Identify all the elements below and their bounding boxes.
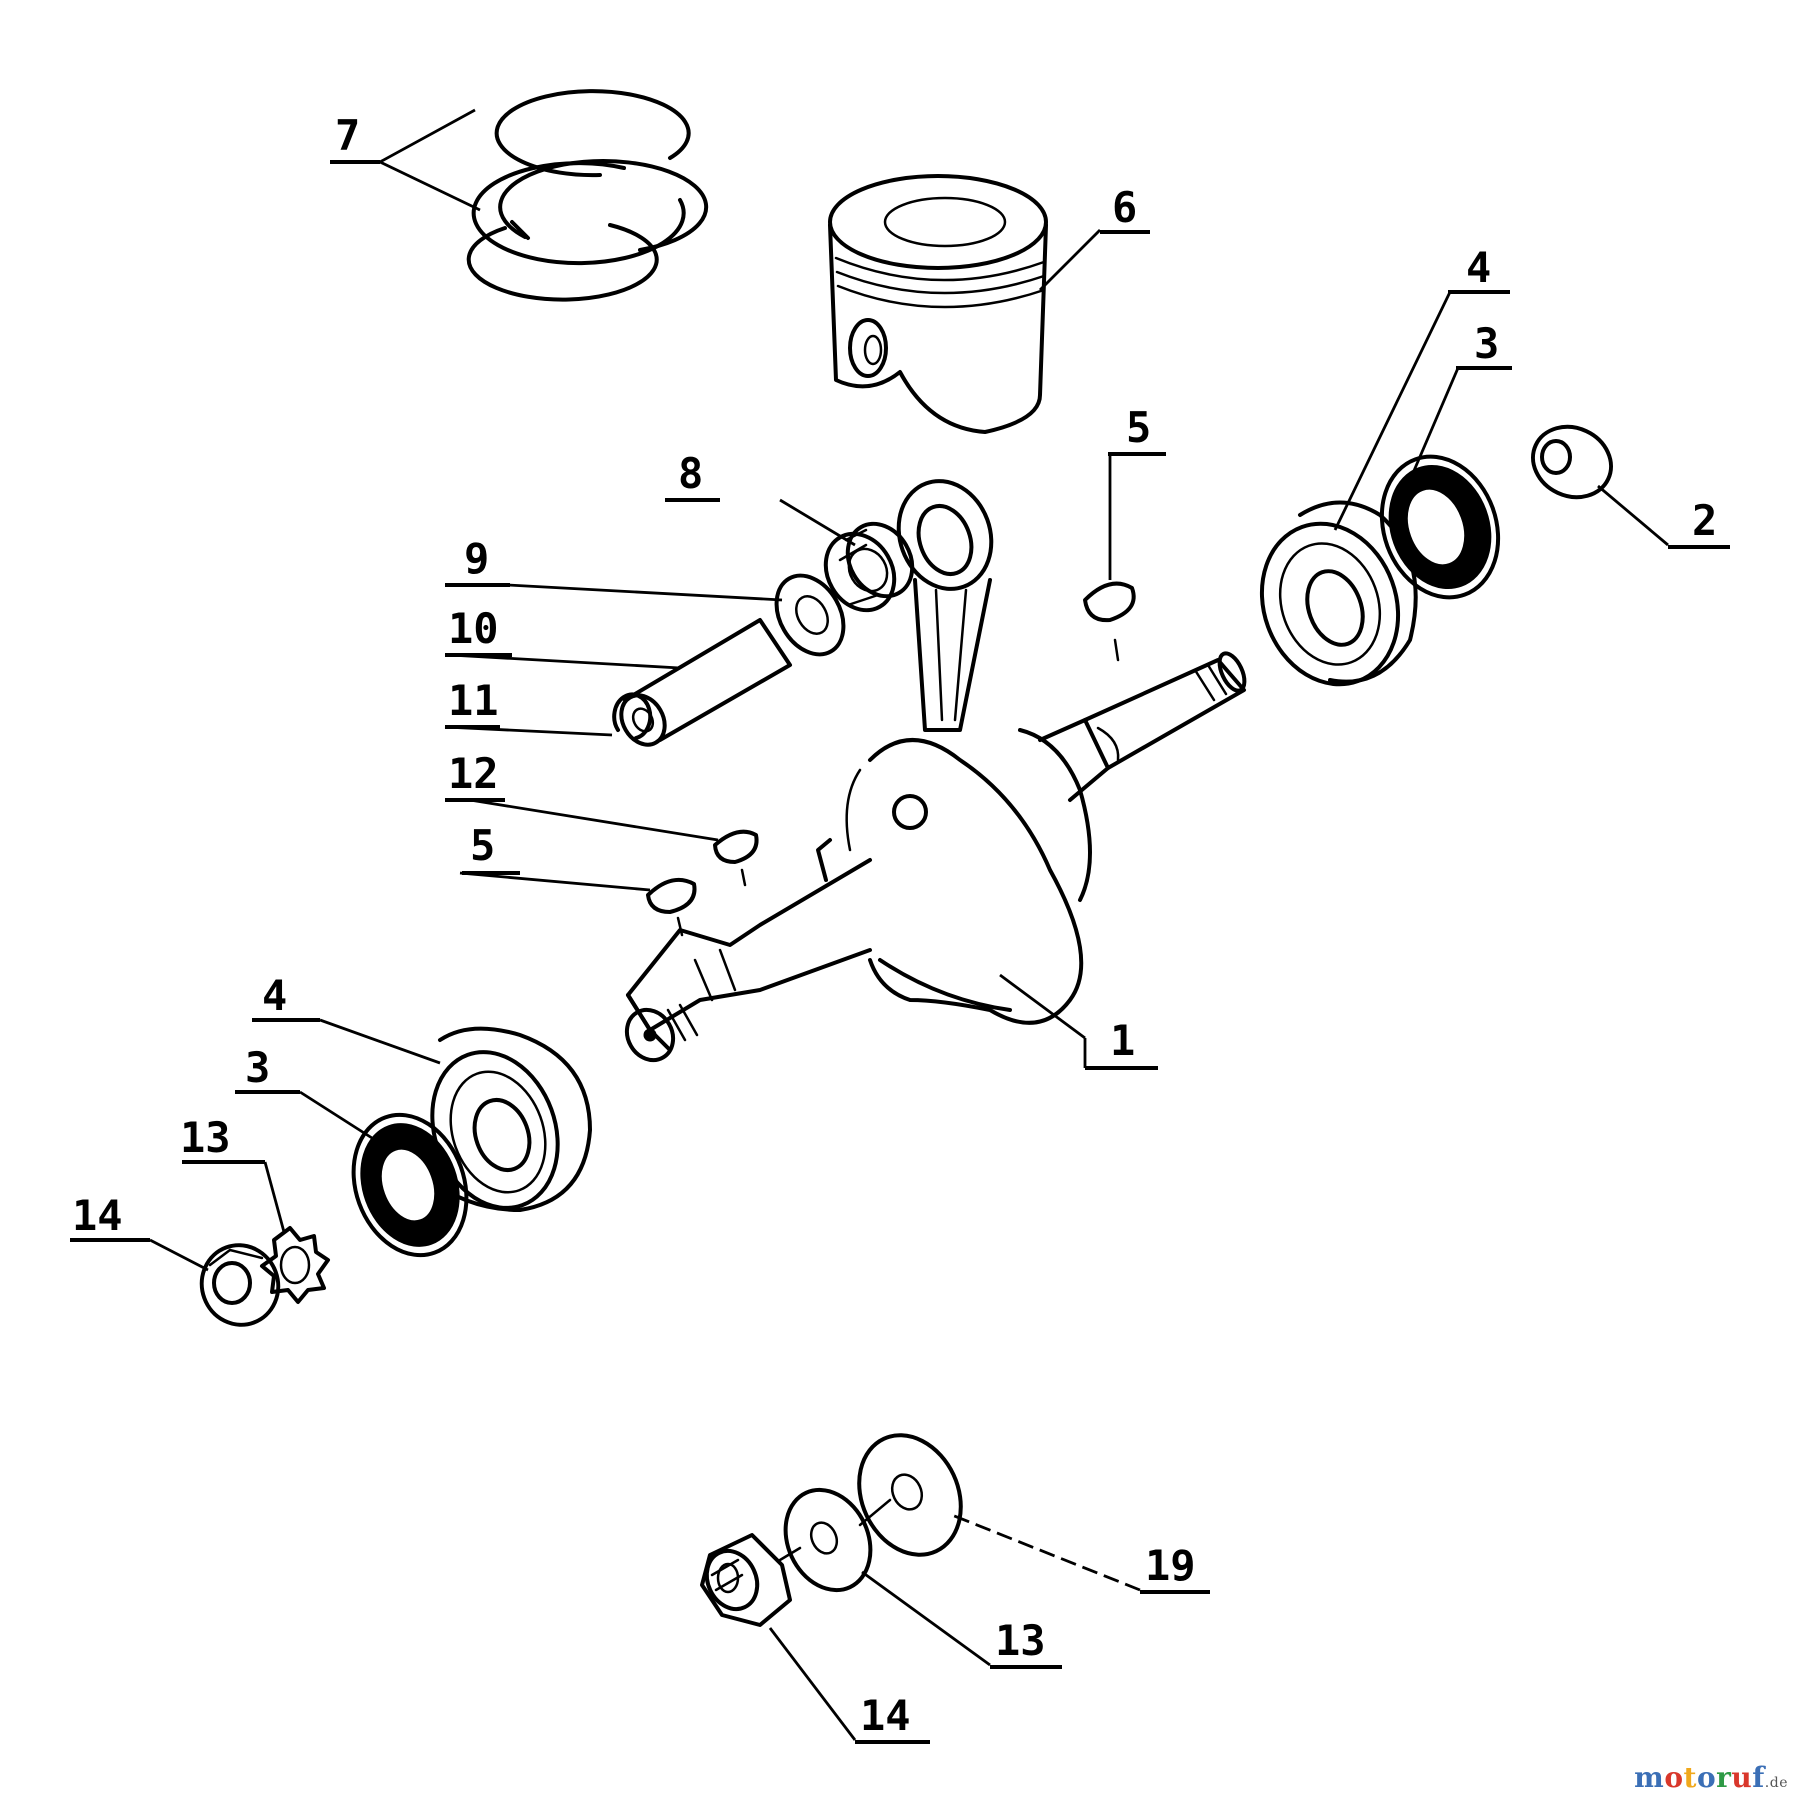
callout-4-left: 4 — [252, 971, 320, 1022]
svg-text:7: 7 — [335, 111, 360, 160]
svg-text:8: 8 — [678, 449, 703, 498]
callout-3-left: 3 — [235, 1043, 300, 1094]
callout-13-left: 13 — [180, 1113, 265, 1164]
watermark-letter: m — [1634, 1761, 1665, 1794]
svg-text:3: 3 — [1474, 319, 1499, 368]
crank-nut-left — [199, 1243, 281, 1327]
svg-text:19: 19 — [1145, 1541, 1196, 1590]
motoruf-watermark: motoruf.de — [1634, 1761, 1788, 1794]
svg-text:14: 14 — [72, 1191, 123, 1240]
watermark-letter: r — [1716, 1761, 1732, 1794]
callout-12: 12 — [445, 749, 505, 802]
svg-text:11: 11 — [448, 676, 499, 725]
watermark-letter: o — [1696, 1761, 1717, 1794]
callout-14-bottom: 14 — [855, 1691, 930, 1744]
callout-14-left: 14 — [70, 1191, 150, 1242]
callout-6: 6 — [1100, 183, 1150, 234]
oil-seal-left — [351, 1112, 469, 1258]
leader-lines — [149, 108, 1669, 1741]
ball-bearing-right — [1259, 500, 1418, 687]
svg-text:1: 1 — [1110, 1016, 1135, 1065]
callout-7: 7 — [330, 111, 380, 164]
crank-nut-right — [1531, 424, 1613, 500]
svg-text:3: 3 — [245, 1043, 270, 1092]
callout-9: 9 — [445, 534, 510, 587]
callout-2: 2 — [1668, 496, 1730, 549]
callout-5-lower: 5 — [462, 821, 520, 875]
hex-nut — [700, 1533, 792, 1627]
watermark-suffix: .de — [1764, 1775, 1788, 1791]
watermark-letter: f — [1752, 1761, 1765, 1794]
woodruff-key-lower — [646, 877, 697, 937]
flat-washer — [857, 1433, 963, 1557]
svg-text:6: 6 — [1112, 183, 1137, 232]
watermark-letter: u — [1731, 1761, 1753, 1794]
piston — [828, 174, 1048, 434]
watermark-letter: o — [1664, 1761, 1684, 1794]
svg-text:10: 10 — [448, 604, 499, 653]
callout-5-upper: 5 — [1108, 403, 1166, 456]
piston-rings — [466, 89, 709, 302]
callout-10: 10 — [445, 604, 512, 657]
piston-pin — [619, 618, 792, 747]
svg-text:4: 4 — [1466, 243, 1491, 292]
crankshaft — [624, 651, 1247, 1063]
svg-text:4: 4 — [262, 971, 287, 1020]
svg-text:5: 5 — [1126, 403, 1151, 452]
connecting-rod — [896, 479, 994, 732]
callout-11: 11 — [445, 676, 500, 729]
callout-1: 1 — [1083, 1016, 1158, 1070]
thrust-washer — [774, 573, 846, 657]
callout-13-bottom: 13 — [990, 1616, 1062, 1669]
woodruff-key-12 — [713, 829, 759, 887]
oil-seal-right — [1379, 454, 1501, 600]
svg-text:13: 13 — [995, 1616, 1046, 1665]
circlip — [612, 692, 653, 740]
callout-19: 19 — [1140, 1541, 1210, 1594]
svg-text:12: 12 — [448, 749, 499, 798]
svg-text:5: 5 — [470, 821, 495, 870]
callout-4-right: 4 — [1448, 243, 1510, 294]
watermark-letter: t — [1683, 1761, 1697, 1794]
callout-3-right: 3 — [1456, 319, 1512, 370]
svg-text:9: 9 — [464, 534, 489, 583]
svg-text:13: 13 — [180, 1113, 231, 1162]
woodruff-key-upper — [1083, 581, 1136, 662]
callout-8: 8 — [665, 449, 720, 502]
svg-text:2: 2 — [1692, 496, 1717, 545]
svg-text:14: 14 — [860, 1691, 911, 1740]
lock-washer — [778, 1487, 873, 1593]
